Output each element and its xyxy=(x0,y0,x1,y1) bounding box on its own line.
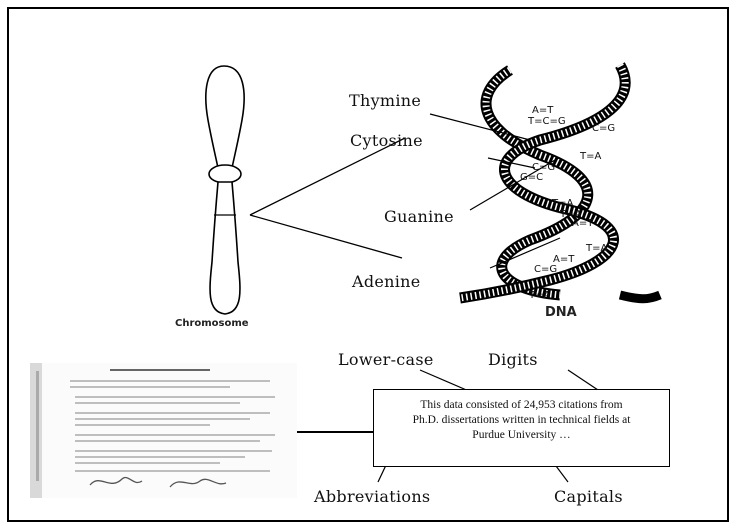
base-pair-label: A=T xyxy=(532,105,554,116)
label-thymine: Thymine xyxy=(349,91,421,110)
label-capitals: Capitals xyxy=(554,487,623,506)
base-pair-label: C=G xyxy=(592,123,615,134)
citation-text: This data consisted of 24,953 citations … xyxy=(384,398,659,443)
chromosome-upper-arm xyxy=(206,66,244,168)
chromosome-lower-arm xyxy=(210,182,240,314)
base-pair-label: T=A xyxy=(528,290,550,301)
label-lower-case: Lower-case xyxy=(338,350,434,369)
chromosome-illustration xyxy=(206,66,244,314)
base-pair-label: A=T xyxy=(572,218,594,229)
chromosome-dna-connector-bottom xyxy=(250,215,402,258)
dna-caption: DNA xyxy=(545,305,577,320)
citation-line: Ph.D. dissertations written in technical… xyxy=(384,413,659,428)
thymine-pointer xyxy=(430,114,530,140)
citation-line: Purdue University … xyxy=(384,428,659,443)
citation-line: This data consisted of 24,953 citations … xyxy=(384,398,659,413)
label-abbreviations: Abbreviations xyxy=(314,487,430,506)
base-pair-label: T=A xyxy=(579,151,601,162)
base-pair-label: T=C=G xyxy=(527,116,566,127)
scanned-document-image xyxy=(30,363,297,498)
base-pair-label: T=A xyxy=(585,243,607,254)
chromosome-centromere xyxy=(209,165,241,183)
chromosome-caption: Chromosome xyxy=(175,318,249,329)
label-cytosine: Cytosine xyxy=(350,131,423,150)
label-digits: Digits xyxy=(488,350,538,369)
citation-text-box: This data consisted of 24,953 citations … xyxy=(373,389,670,467)
label-guanine: Guanine xyxy=(384,207,454,226)
label-adenine: Adenine xyxy=(352,272,421,291)
base-pair-label: C=G xyxy=(534,264,557,275)
base-pair-label: T=A xyxy=(551,198,573,209)
